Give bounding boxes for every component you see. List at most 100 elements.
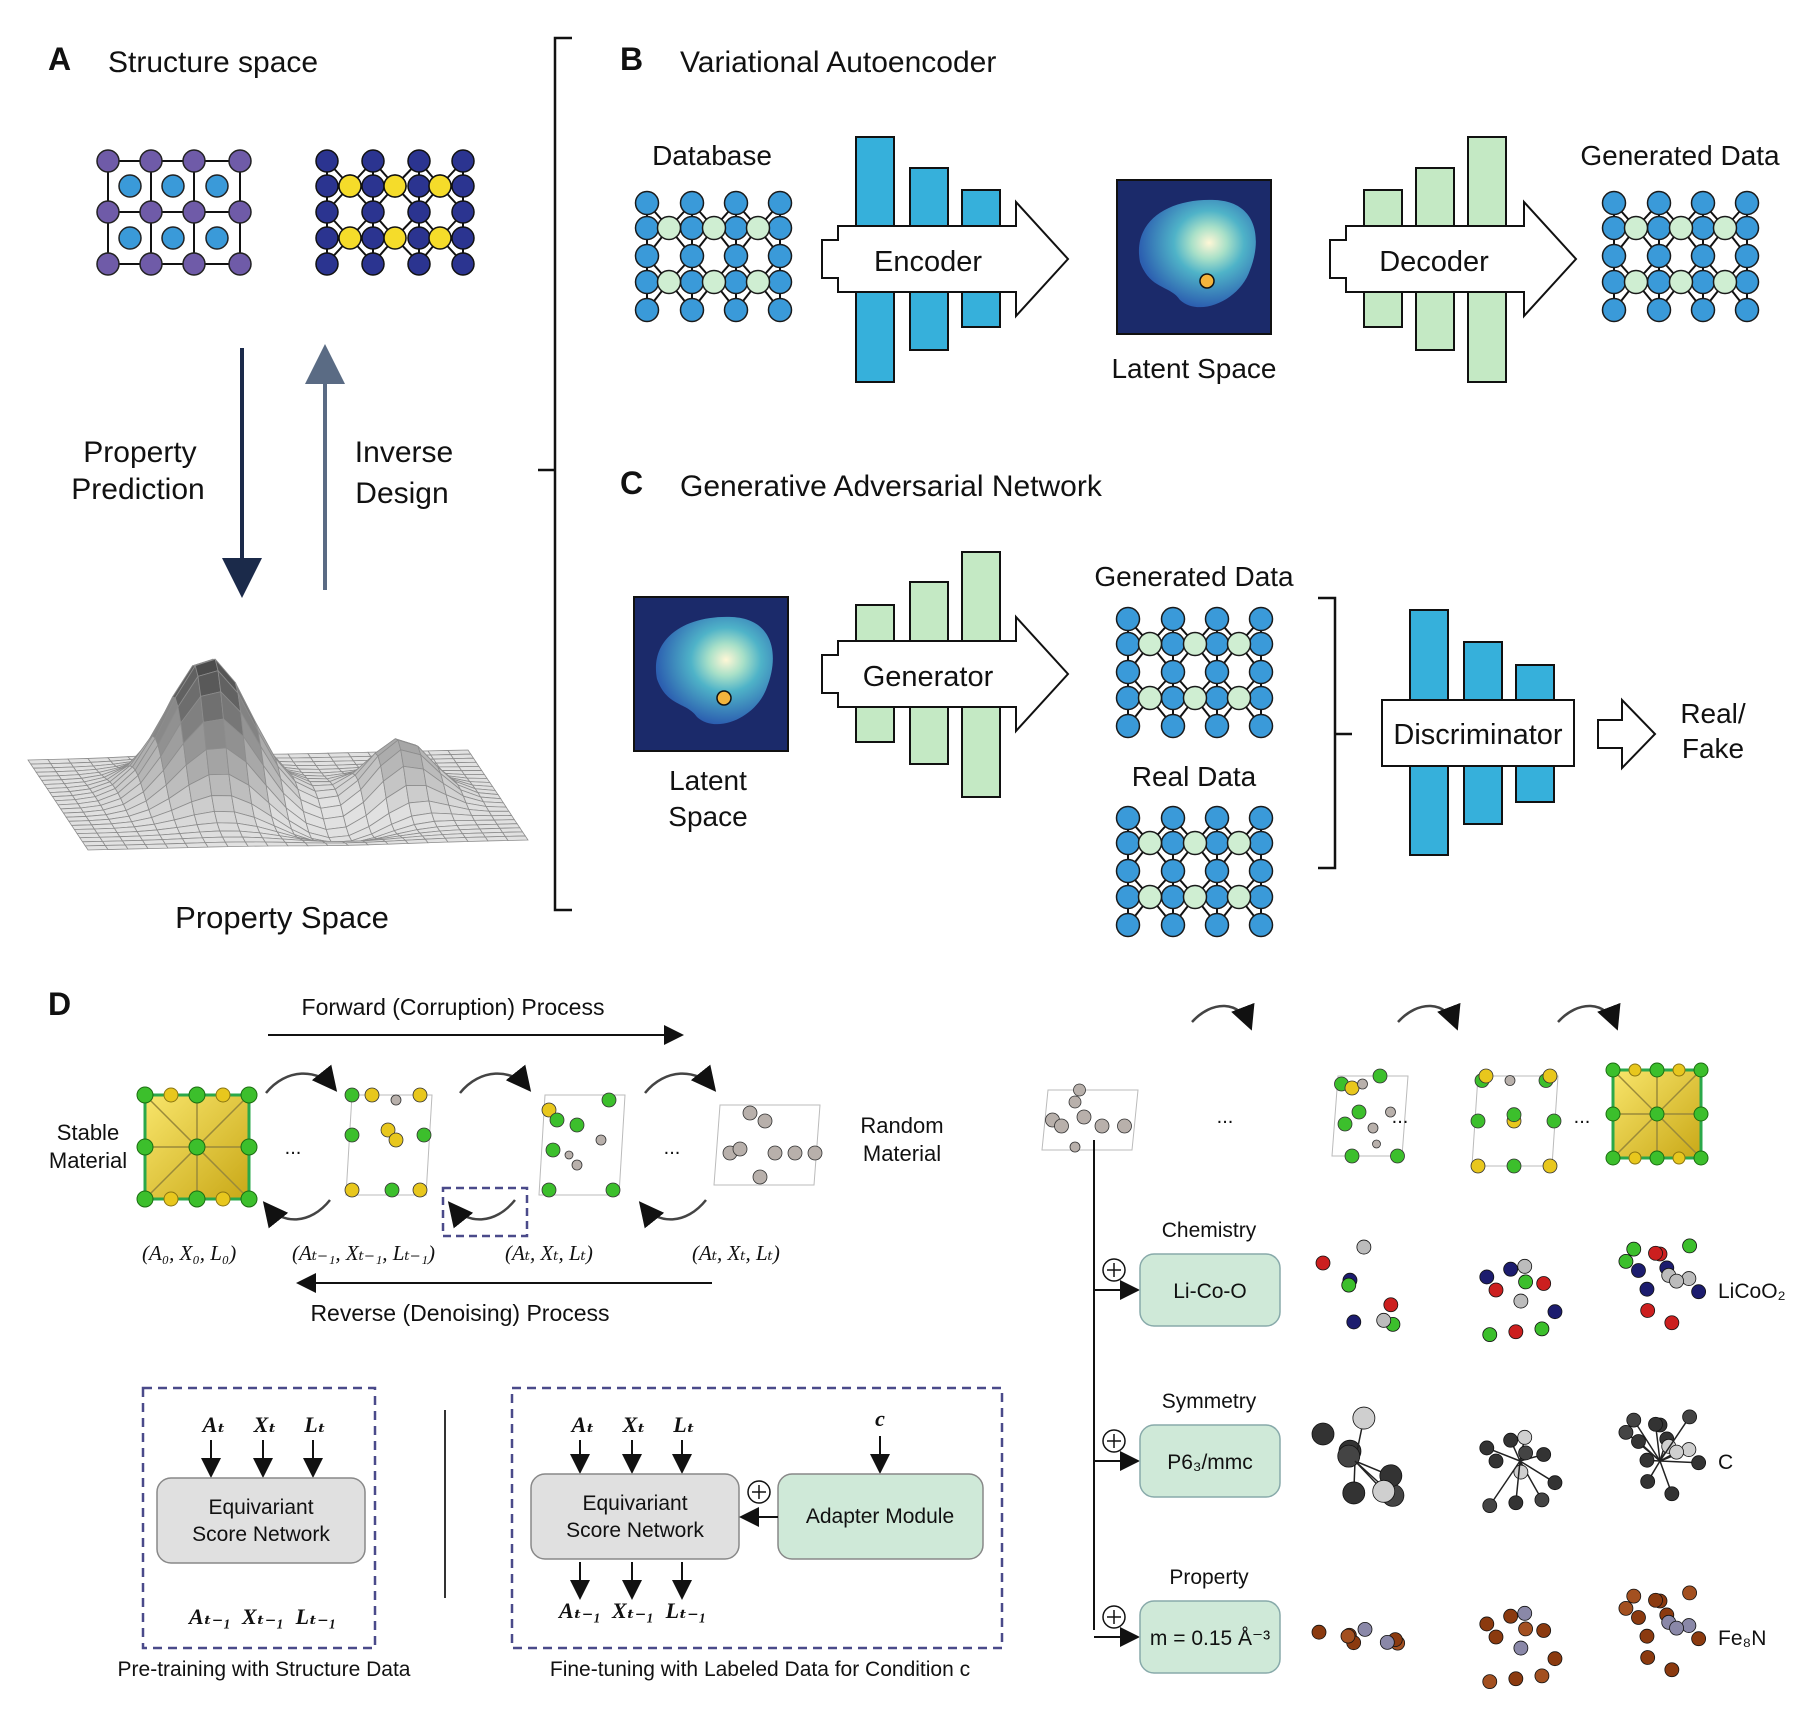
green-atom <box>1623 215 1649 241</box>
atom <box>1488 1629 1504 1645</box>
navy-atom <box>451 149 475 173</box>
blue-atom <box>1248 606 1274 632</box>
generated-label-b: Generated Data <box>1580 140 1780 171</box>
green-atom <box>656 215 682 241</box>
step-arrow-fwd-2 <box>459 1064 532 1094</box>
navy-atom <box>407 149 431 173</box>
surface-cell <box>164 842 189 849</box>
green-atom <box>656 269 682 295</box>
blue-atom <box>1248 830 1274 856</box>
blue-atom <box>161 226 185 250</box>
atom <box>1488 1453 1504 1469</box>
atom <box>1517 1429 1533 1445</box>
blue-atom <box>205 174 229 198</box>
condition-box <box>1139 1253 1281 1327</box>
atom <box>1356 1239 1372 1255</box>
state-T: (Aₜ, Xₜ, Lₜ) <box>692 1241 780 1265</box>
condition-result: LiCoO₂ <box>1718 1280 1786 1303</box>
atom <box>1479 1269 1495 1285</box>
plus-icon <box>1102 1429 1126 1453</box>
blue-atom <box>1690 269 1716 295</box>
atom <box>545 1142 561 1158</box>
atom-green <box>1605 1106 1621 1122</box>
panel-a-title: Structure space <box>108 46 318 79</box>
prediction-label-1: Property <box>83 436 196 469</box>
surface-cell <box>405 785 430 804</box>
prediction-label-2: Prediction <box>71 473 204 506</box>
yellow-atom <box>338 226 362 250</box>
surface-cell <box>402 765 427 787</box>
stable-label-1: Stable <box>57 1120 119 1145</box>
step-arrow-rev-2 <box>447 1199 516 1229</box>
atom-green <box>1649 1150 1665 1166</box>
discriminator-box <box>1381 699 1575 767</box>
discriminator-label: Discriminator <box>1393 719 1563 751</box>
generated-lattice-icon <box>1601 190 1760 323</box>
pre-score-network <box>156 1477 366 1564</box>
atom <box>1546 1113 1562 1129</box>
atom <box>1682 1238 1697 1254</box>
panel-d: D Forward (Corruption) Process Reverse (… <box>48 986 1786 1690</box>
blue-atom <box>1690 215 1716 241</box>
green-atom <box>1182 884 1208 910</box>
condition-name: Symmetry <box>1162 1390 1257 1413</box>
inverse-label-1: Inverse <box>355 436 453 469</box>
blue-atom <box>679 215 705 241</box>
surface-cell <box>364 840 389 846</box>
atom <box>1639 1628 1655 1644</box>
atom-green <box>240 1138 258 1156</box>
ft-input-a: Aₜ <box>570 1412 595 1437</box>
atom <box>384 1182 400 1198</box>
atom-green <box>188 1190 206 1208</box>
atom-green <box>240 1086 258 1104</box>
gen-step-1 <box>1331 1068 1409 1164</box>
decoder-arrow <box>1329 199 1578 319</box>
blue-atom <box>1646 190 1672 216</box>
latent-point-icon-c <box>716 690 732 706</box>
surface-cell <box>292 761 317 767</box>
atom <box>1094 1118 1110 1134</box>
navy-atom <box>315 200 339 224</box>
generated-structure-icon <box>1479 1258 1563 1343</box>
ellipsis-2: ... <box>664 1137 681 1159</box>
step-arrow-fwd-1 <box>265 1064 338 1094</box>
blue-atom <box>1734 297 1760 323</box>
blue-atom <box>679 190 705 216</box>
surface-cell <box>464 836 489 842</box>
atom <box>807 1145 823 1161</box>
atom <box>571 1159 583 1171</box>
surface-cell <box>244 841 269 847</box>
blue-atom <box>1204 805 1230 831</box>
blue-atom <box>1248 713 1274 739</box>
blue-atom <box>161 174 185 198</box>
atom <box>787 1145 803 1161</box>
gen-random <box>1041 1083 1139 1153</box>
purple-atom <box>228 252 252 276</box>
atom <box>1508 1324 1524 1340</box>
surface-cell <box>485 806 510 812</box>
atom <box>1117 1118 1132 1134</box>
pre-output-l: Lₜ₋₁ <box>295 1604 337 1629</box>
blue-atom <box>1115 606 1141 632</box>
atom <box>416 1127 432 1143</box>
finetune-caption: Fine-tuning with Labeled Data for Condit… <box>550 1658 970 1681</box>
atom <box>1542 1068 1558 1084</box>
step-arrow-fwd-3 <box>644 1064 717 1094</box>
blue-atom <box>1204 659 1230 685</box>
surface-cell <box>216 822 241 832</box>
blue-atom <box>1248 631 1274 657</box>
green-atom <box>1668 269 1694 295</box>
gen-ellipsis-3: ... <box>1574 1106 1591 1128</box>
blue-atom <box>1160 830 1186 856</box>
surface-cell <box>264 841 289 847</box>
surface-cell <box>199 830 224 839</box>
atom <box>1372 1479 1396 1503</box>
atom <box>344 1087 360 1103</box>
decoder-label: Decoder <box>1379 246 1489 278</box>
ft-output-l: Lₜ₋₁ <box>665 1598 707 1623</box>
atom <box>1503 1261 1519 1277</box>
crystal-t <box>538 1092 626 1198</box>
atom <box>1311 1624 1327 1640</box>
surface-cell <box>84 845 109 851</box>
blue-atom <box>1690 190 1716 216</box>
